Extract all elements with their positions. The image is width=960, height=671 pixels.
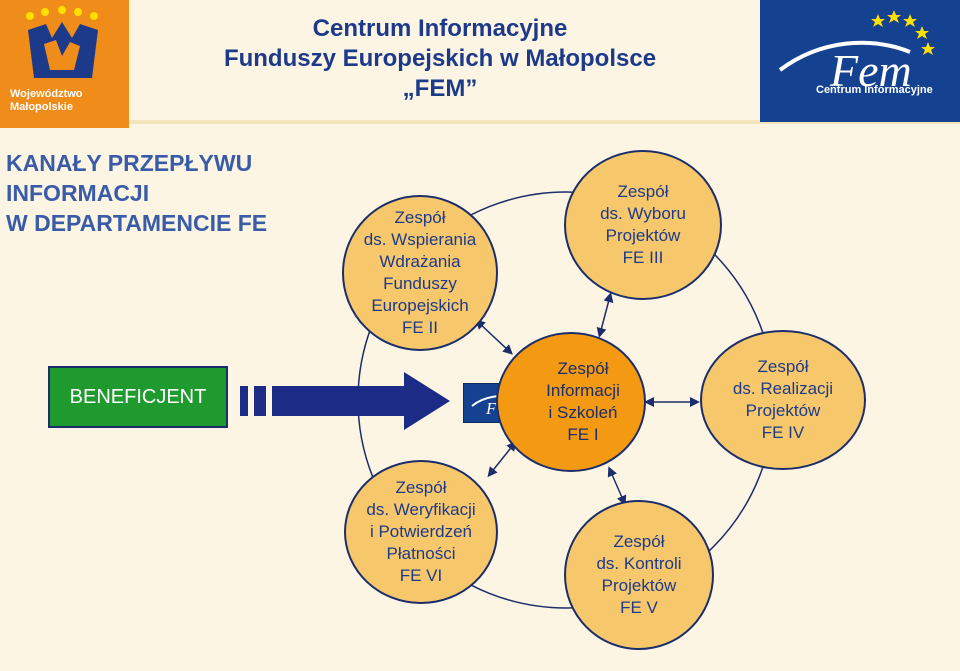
node-fe1-line2: Informacji (546, 381, 620, 400)
malopolska-emblem-icon (26, 6, 98, 78)
node-fe6-line5: FE VI (399, 566, 443, 585)
node-fe2-line2: ds. Wspierania (363, 230, 477, 249)
heading-line1: KANAŁY PRZEPŁYWU (6, 150, 253, 176)
node-fe4-line1: Zespół (757, 357, 809, 376)
arrow-fe2-fe1 (475, 319, 513, 355)
node-fe6-line4: Płatności (386, 544, 456, 563)
node-fe1-line4: FE I (567, 425, 599, 444)
diagram-heading: KANAŁY PRZEPŁYWU INFORMACJI W DEPARTAMEN… (6, 148, 346, 238)
node-fe3-wyboru: Zespół ds. Wyboru Projektów FE III (564, 150, 722, 300)
node-fe4-realizacji: Zespół ds. Realizacji Projektów FE IV (700, 330, 866, 470)
heading-line3: W DEPARTAMENCIE FE (6, 210, 268, 236)
logo-left-line2: Małopolskie (10, 101, 73, 113)
wojewodztwo-malopolskie-logo (0, 0, 129, 128)
beneficjent-box: BENEFICJENT (48, 366, 228, 428)
node-fe4-line3: Projektów (745, 401, 821, 420)
title-line2: Funduszy Europejskich w Małopolsce (223, 45, 657, 72)
node-fe6-line3: i Potwierdzeń (369, 522, 473, 541)
fem-logo-mark: Fem (829, 45, 912, 96)
title-line3: „FEM” (402, 75, 478, 102)
node-fe6-line1: Zespół (395, 478, 447, 497)
node-fe4-line4: FE IV (761, 423, 805, 442)
heading-line2: INFORMACJI (6, 180, 150, 206)
node-fe2-line3: Wdrażania (379, 252, 461, 271)
node-fe2-line6: FE II (402, 318, 438, 337)
node-fe1-line3: i Szkoleń (548, 403, 618, 422)
header-divider (0, 120, 960, 124)
node-fe3-line4: FE III (622, 248, 664, 267)
page-title: Centrum Informacyjne Funduszy Europejski… (160, 14, 720, 104)
node-fe2-line1: Zespół (394, 208, 446, 227)
node-fe5-line1: Zespół (613, 532, 665, 551)
logo-left-line1: Województwo (10, 88, 83, 100)
node-fe5-line2: ds. Kontroli (596, 554, 682, 573)
node-fe1-line1: Zespół (557, 359, 609, 378)
title-line1: Centrum Informacyjne (312, 15, 568, 42)
node-fe5-line4: FE V (620, 598, 658, 617)
node-fe1-informacji-szkolen: Zespół Informacji i Szkoleń FE I (496, 332, 646, 472)
node-fe5-kontroli: Zespół ds. Kontroli Projektów FE V (564, 500, 714, 650)
arrow-fe1-fe5 (607, 466, 627, 506)
arrow-fe1-fe6 (487, 440, 517, 478)
node-fe4-line2: ds. Realizacji (732, 379, 834, 398)
node-fe2-line5: Europejskich (371, 296, 469, 315)
node-fe5-line3: Projektów (601, 576, 677, 595)
node-fe6-weryfikacji: Zespół ds. Weryfikacji i Potwierdzeń Pła… (344, 460, 498, 604)
arrow-fe3-fe1 (596, 292, 614, 338)
logo-left-caption: Województwo Małopolskie (10, 88, 120, 114)
node-fe3-line2: ds. Wyboru (600, 204, 686, 223)
node-fe3-line1: Zespół (617, 182, 669, 201)
node-fe2-line4: Funduszy (383, 274, 457, 293)
flow-arrow-icon (240, 372, 450, 430)
node-fe2-wspierania: Zespół ds. Wspierania Wdrażania Funduszy… (342, 195, 498, 351)
node-fe3-line3: Projektów (605, 226, 681, 245)
fem-logo-caption: Centrum Informacyjne (816, 84, 933, 96)
fem-logo: Fem (760, 0, 960, 122)
node-fe6-line2: ds. Weryfikacji (366, 500, 476, 519)
fem-eu-stars-icon: Fem (778, 10, 935, 96)
